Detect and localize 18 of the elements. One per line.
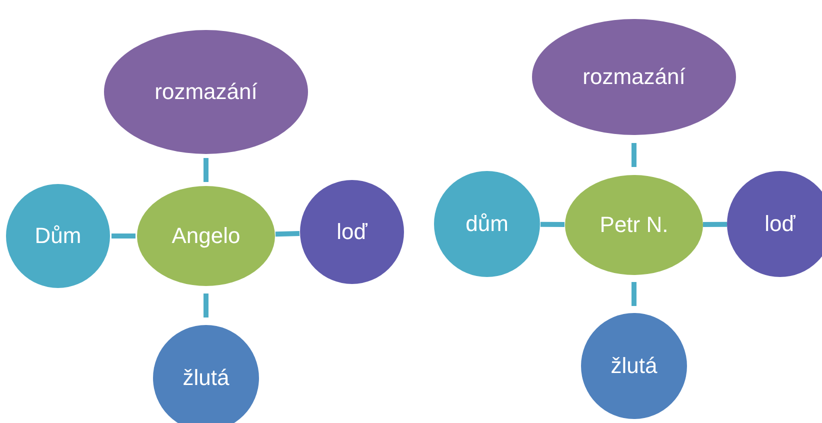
node-label: loď [764,211,796,237]
connector-line [275,230,300,237]
node-label: rozmazání [582,64,686,90]
node-label: Dům [34,223,82,249]
connector-line [540,222,565,228]
connector-line [632,282,636,306]
node-label: žlutá [610,353,658,379]
node-label: Angelo [172,223,240,249]
connector-line [702,222,728,228]
node-label: dům [466,211,508,237]
connector-line [112,234,136,238]
connector-line [632,143,636,167]
node-label: Petr N. [600,212,668,238]
connector-line [204,294,208,318]
connector-line [204,158,208,182]
node-label: rozmazání [154,79,258,105]
node-label: loď [336,219,368,245]
node-label: žlutá [182,365,230,391]
